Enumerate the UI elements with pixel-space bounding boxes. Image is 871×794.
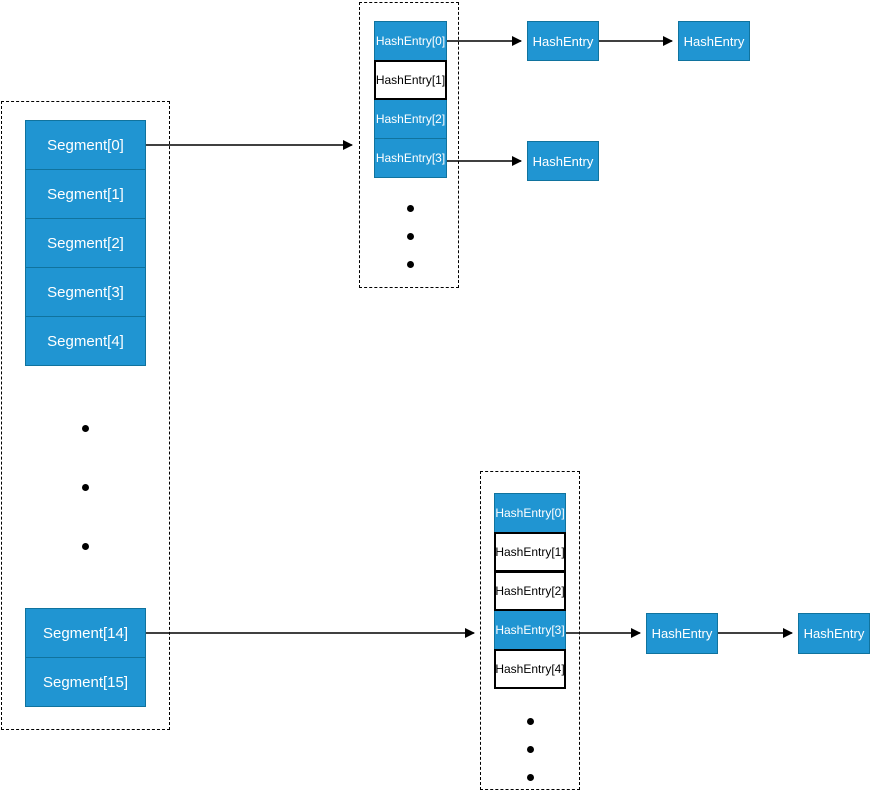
hashentry-cell: HashEntry[2] (374, 99, 447, 139)
top-bucket-array: HashEntry[0] HashEntry[1] HashEntry[2] H… (374, 21, 447, 178)
bottom-bucket-container (480, 471, 580, 790)
ellipsis-dot (82, 425, 89, 432)
segment-array-bottom: Segment[14] Segment[15] (25, 608, 146, 707)
hashentry-cell: HashEntry[1] (374, 60, 447, 100)
hashentry-cell: HashEntry[1] (494, 532, 566, 572)
segment-cell: Segment[14] (25, 608, 146, 658)
ellipsis-dot (82, 543, 89, 550)
hashentry-node: HashEntry (798, 613, 870, 654)
segments-container (1, 101, 170, 730)
bottom-bucket-ellipsis-dots (527, 718, 534, 781)
hashentry-node: HashEntry (646, 613, 718, 654)
segment-cell: Segment[15] (25, 657, 146, 707)
top-bucket-ellipsis-dots (407, 205, 414, 268)
segment-cell: Segment[1] (25, 169, 146, 219)
segment-cell: Segment[2] (25, 218, 146, 268)
segment-array-top: Segment[0] Segment[1] Segment[2] Segment… (25, 120, 146, 366)
ellipsis-dot (527, 774, 534, 781)
ellipsis-dot (82, 484, 89, 491)
segments-ellipsis-dots (82, 425, 89, 550)
hashentry-cell: HashEntry[0] (494, 493, 566, 533)
hashentry-cell: HashEntry[0] (374, 21, 447, 61)
hashentry-node: HashEntry (527, 21, 599, 61)
hashentry-cell: HashEntry[4] (494, 649, 566, 689)
top-bucket-container (359, 2, 459, 288)
ellipsis-dot (407, 261, 414, 268)
segment-cell: Segment[0] (25, 120, 146, 170)
bottom-bucket-array: HashEntry[0] HashEntry[1] HashEntry[2] H… (494, 493, 566, 689)
hashentry-cell: HashEntry[3] (494, 610, 566, 650)
segment-cell: Segment[4] (25, 316, 146, 366)
hashentry-cell: HashEntry[3] (374, 138, 447, 178)
ellipsis-dot (407, 205, 414, 212)
ellipsis-dot (527, 746, 534, 753)
ellipsis-dot (407, 233, 414, 240)
segment-cell: Segment[3] (25, 267, 146, 317)
hashentry-node: HashEntry (678, 21, 750, 61)
ellipsis-dot (527, 718, 534, 725)
hashentry-cell: HashEntry[2] (494, 571, 566, 611)
hashentry-node: HashEntry (527, 141, 599, 181)
